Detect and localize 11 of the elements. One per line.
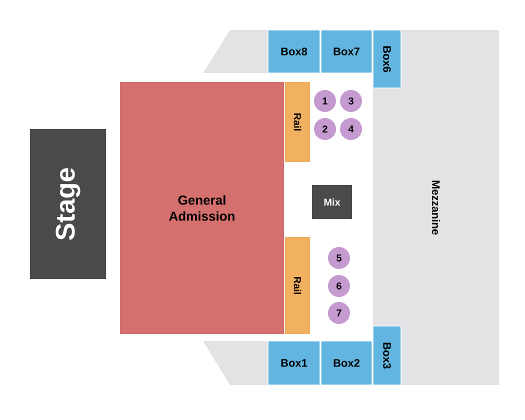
- rail-section: Rail: [285, 82, 310, 162]
- box-section: Box1: [268, 340, 320, 386]
- box-section: Box6: [372, 30, 402, 88]
- box-section: Box8: [268, 30, 320, 74]
- box-section: Box7: [320, 30, 372, 74]
- mix-booth: Mix: [312, 185, 352, 219]
- rail-section: Rail: [285, 237, 310, 334]
- general-admission-area: General Admission: [120, 82, 284, 334]
- box-section: Box3: [372, 326, 402, 386]
- box-section: Box2: [320, 340, 372, 386]
- stage: Stage: [30, 129, 106, 279]
